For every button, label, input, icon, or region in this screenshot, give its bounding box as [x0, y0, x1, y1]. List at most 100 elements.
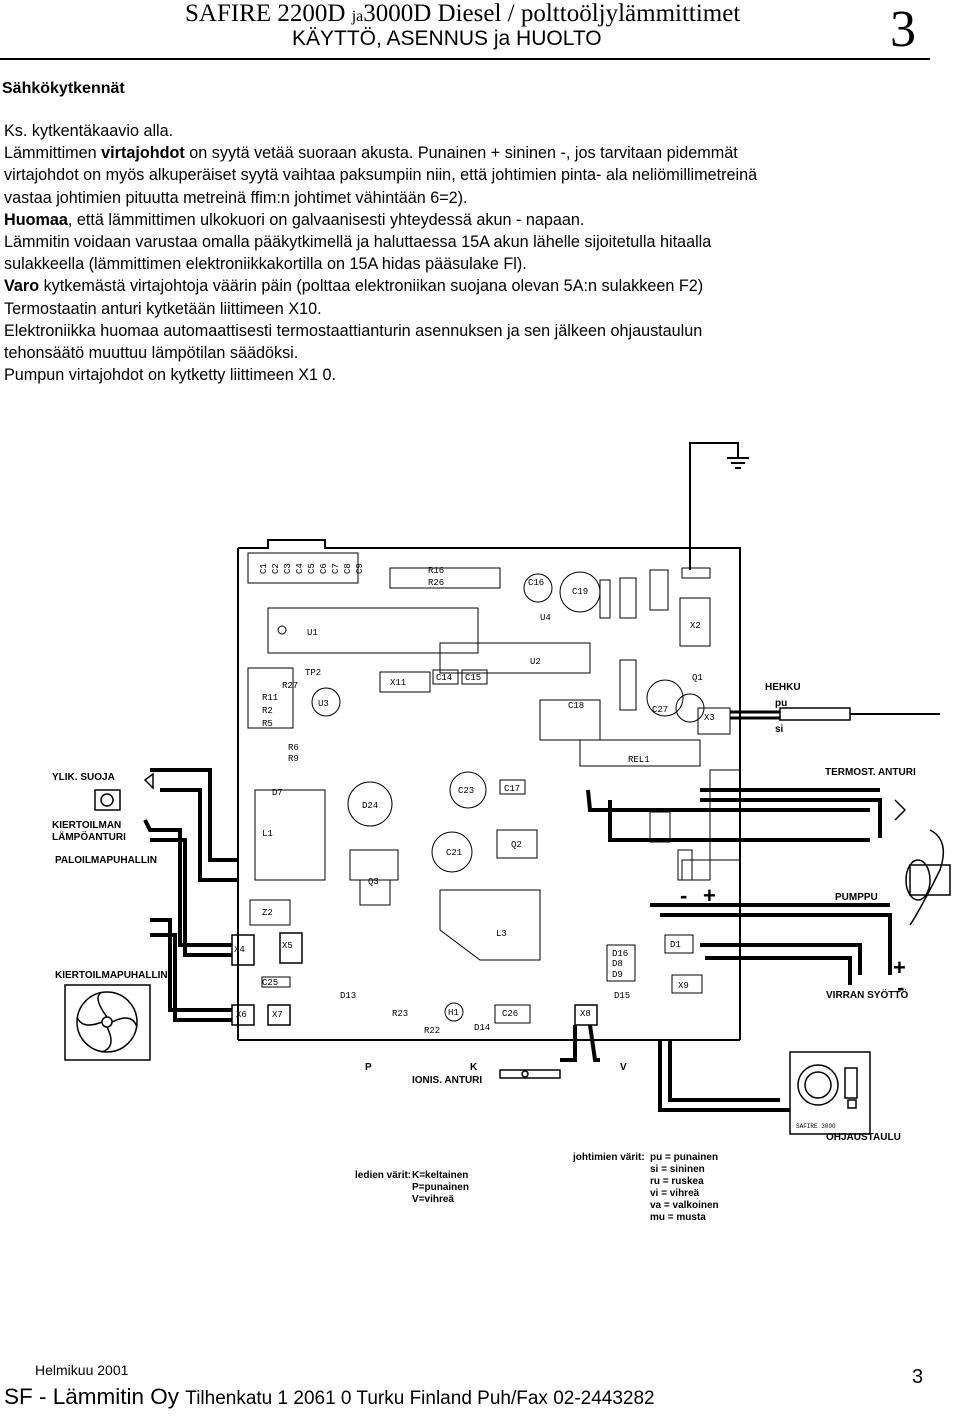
- svg-text:C21: C21: [446, 848, 462, 858]
- label-pumppu: PUMPPU: [835, 892, 878, 903]
- svg-text:C26: C26: [502, 1009, 518, 1019]
- svg-text:C16: C16: [528, 578, 544, 588]
- svg-text:C5: C5: [307, 563, 317, 574]
- svg-text:R23: R23: [392, 1009, 408, 1019]
- svg-text:C19: C19: [572, 587, 588, 597]
- wire-legend-vi: vi = vihreä: [650, 1188, 700, 1199]
- label-hehku: HEHKU: [765, 682, 801, 693]
- led-legend-title: ledien värit:: [355, 1170, 411, 1181]
- label-ionis-anturi: IONIS. ANTURI: [412, 1075, 482, 1086]
- diagram-labels: YLIK. SUOJA KIERTOILMAN LÄMPÖANTURI PALO…: [52, 682, 916, 1223]
- svg-text:X3: X3: [704, 713, 715, 723]
- svg-text:Z2: Z2: [262, 908, 273, 918]
- emphasis: Varo: [4, 277, 40, 296]
- svg-text:C6: C6: [319, 563, 329, 574]
- svg-text:C14: C14: [436, 673, 452, 683]
- body-text: Ks. kytkentäkaavio alla. Lämmittimen vir…: [4, 120, 924, 386]
- svg-text:R11: R11: [262, 693, 278, 703]
- svg-text:R22: R22: [424, 1026, 440, 1036]
- body-line: Lämmittimen virtajohdot on syytä vetää s…: [4, 144, 738, 163]
- svg-text:R26: R26: [428, 578, 444, 588]
- svg-text:L3: L3: [496, 929, 507, 939]
- svg-text:D9: D9: [612, 970, 623, 980]
- document-title: SAFIRE 2200D ja3000D Diesel / polttoöljy…: [185, 0, 740, 28]
- label-kiertoilman: KIERTOILMAN: [52, 820, 121, 831]
- footer-company: SF - Lämmitin Oy Tilhenkatu 1 2061 0 Tur…: [4, 1384, 655, 1410]
- label-ylik-suoja: YLIK. SUOJA: [52, 772, 115, 783]
- svg-text:R2: R2: [262, 706, 273, 716]
- svg-text:R27: R27: [282, 681, 298, 691]
- led-legend-p: P=punainen: [412, 1182, 469, 1193]
- label-pu: pu: [775, 698, 787, 709]
- title-rest: 3000D Diesel / polttoöljylämmittimet: [363, 0, 741, 27]
- body-line: virtajohdot on myös alkuperäiset syytä v…: [4, 166, 758, 185]
- title-main: SAFIRE 2200D: [185, 0, 346, 27]
- body-line: vastaa johtimien pituutta metreinä ffim:…: [4, 188, 468, 207]
- svg-text:X6: X6: [236, 1010, 247, 1020]
- body-line: sulakkeella (lämmittimen elektroniikkako…: [4, 255, 527, 274]
- label-lampoanturi: LÄMPÖANTURI: [52, 830, 126, 843]
- svg-text:X5: X5: [282, 941, 293, 951]
- header-rule: [0, 58, 930, 60]
- svg-text:C9: C9: [355, 563, 365, 574]
- body-line: tehonsäätö muuttuu lämpötilan säädöksi.: [4, 344, 299, 363]
- svg-text:D7: D7: [272, 788, 283, 798]
- svg-text:C1: C1: [259, 563, 269, 574]
- pcb-designators: C1 C2 C3 C4 C5 C6 C7 C8 C9 R16 R26 C16 C…: [234, 563, 715, 1036]
- body-line: Pumpun virtajohdot on kytketty liittimee…: [4, 366, 337, 385]
- label-kiertoilmapuhallin: KIERTOILMAPUHALLIN: [55, 970, 168, 981]
- wire-legend-mu: mu = musta: [650, 1212, 706, 1223]
- svg-text:D14: D14: [474, 1023, 490, 1033]
- svg-text:C4: C4: [295, 563, 305, 574]
- svg-text:C17: C17: [504, 784, 520, 794]
- section-heading: Sähkökytkennät: [2, 80, 125, 97]
- company-name: SF - Lämmitin Oy: [4, 1384, 180, 1409]
- body-line: Huomaa, että lämmittimen ulkokuori on ga…: [4, 210, 585, 229]
- svg-text:C25: C25: [262, 978, 278, 988]
- svg-text:U2: U2: [530, 657, 541, 667]
- body-line: Lämmitin voidaan varustaa omalla pääkytk…: [4, 233, 712, 252]
- wire-legend-si: si = sininen: [650, 1164, 705, 1175]
- label-led-p: P: [365, 1062, 372, 1073]
- svg-text:C18: C18: [568, 701, 584, 711]
- wire-legend-title: johtimien värit:: [572, 1152, 645, 1163]
- svg-text:Q2: Q2: [511, 840, 522, 850]
- wire-legend-ru: ru = ruskea: [650, 1176, 704, 1187]
- svg-text:U1: U1: [307, 628, 318, 638]
- svg-text:TP2: TP2: [305, 668, 321, 678]
- label-pump-minus: -: [680, 883, 687, 908]
- body-line: Elektroniikka huomaa automaattisesti ter…: [4, 321, 703, 340]
- svg-text:C15: C15: [465, 673, 481, 683]
- document-subtitle: KÄYTTÖ, ASENNUS ja HUOLTO: [292, 27, 602, 50]
- svg-text:C8: C8: [343, 563, 353, 574]
- label-si: si: [775, 724, 784, 735]
- emphasis: Huomaa: [4, 210, 68, 229]
- svg-text:C23: C23: [458, 786, 474, 796]
- svg-text:X11: X11: [390, 678, 406, 688]
- label-supply-minus: -: [897, 975, 904, 1000]
- svg-text:C7: C7: [331, 563, 341, 574]
- svg-text:REL1: REL1: [628, 755, 650, 765]
- svg-text:C2: C2: [271, 563, 281, 574]
- peripherals: [64, 707, 951, 1135]
- svg-text:C27: C27: [652, 705, 668, 715]
- svg-text:R16: R16: [428, 566, 444, 576]
- label-supply-plus: +: [893, 955, 906, 980]
- svg-text:R9: R9: [288, 754, 299, 764]
- svg-text:R5: R5: [262, 719, 273, 729]
- company-address: Tilhenkatu 1 2061 0 Turku Finland Puh/Fa…: [185, 1388, 655, 1409]
- label-pump-plus: +: [703, 883, 716, 908]
- svg-text:X9: X9: [678, 981, 689, 991]
- svg-text:D24: D24: [362, 801, 378, 811]
- label-led-v: V: [620, 1062, 627, 1073]
- svg-text:U3: U3: [318, 699, 329, 709]
- wiring-diagram: C1 C2 C3 C4 C5 C6 C7 C8 C9 R16 R26 C16 C…: [52, 442, 951, 1223]
- svg-text:D15: D15: [614, 991, 630, 1001]
- footer-page-number: 3: [912, 1366, 924, 1388]
- body-line: Termostaatin anturi kytketään liittimeen…: [4, 299, 322, 318]
- svg-text:X8: X8: [580, 1009, 591, 1019]
- wiring-harness: [143, 548, 892, 1112]
- led-legend-v: V=vihreä: [412, 1194, 454, 1205]
- label-ohjaustaulu: OHJAUSTAULU: [826, 1132, 901, 1143]
- svg-text:D1: D1: [670, 940, 681, 950]
